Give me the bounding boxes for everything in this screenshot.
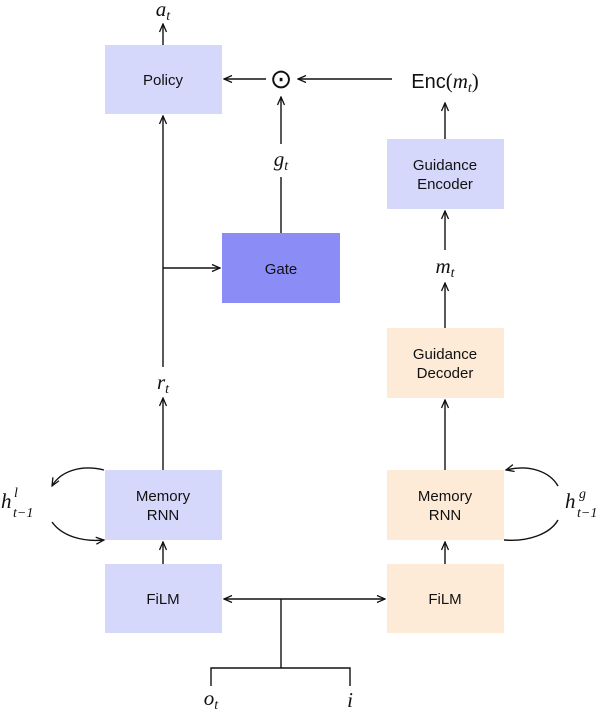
guidance-encoder-label-1: Guidance xyxy=(413,157,477,174)
film-left-label: FiLM xyxy=(146,591,179,608)
memory-rnn-right-box xyxy=(387,470,504,540)
guidance-decoder-label-1: Guidance xyxy=(413,346,477,363)
memory-r-label: rt xyxy=(157,370,170,397)
odot-symbol: ⊙ xyxy=(270,64,293,94)
recurrence-arrow-left-in xyxy=(51,521,104,540)
gate-g-label: gt xyxy=(274,147,290,174)
hidden-state-right-label: h xyxy=(565,489,576,513)
memory-rnn-right-label-2: RNN xyxy=(429,507,462,524)
input-bracket xyxy=(210,667,351,686)
guidance-m-label: mt xyxy=(435,254,455,281)
gate-box xyxy=(222,233,340,303)
policy-box xyxy=(105,45,222,114)
film-right-label: FiLM xyxy=(428,591,461,608)
policy-label: Policy xyxy=(143,72,184,89)
memory-rnn-left-label-2: RNN xyxy=(147,507,180,524)
guidance-encoder-box xyxy=(387,139,504,209)
film-right-box xyxy=(387,564,504,633)
recurrence-arrow-right-in xyxy=(506,468,559,487)
hidden-state-left-sup: l xyxy=(14,486,18,501)
memory-rnn-left-box xyxy=(105,470,222,540)
input-o-label: ot xyxy=(204,686,220,712)
guidance-encoder-label-2: Encoder xyxy=(417,176,473,193)
input-i-label: i xyxy=(347,688,353,712)
recurrence-arrow-left-out xyxy=(52,467,105,486)
gate-label: Gate xyxy=(265,261,298,278)
output-a-label: at xyxy=(156,0,172,24)
memory-rnn-right-label-1: Memory xyxy=(418,488,473,505)
hidden-state-left-sub: t−1 xyxy=(13,506,33,521)
guidance-decoder-box xyxy=(387,328,504,398)
hidden-state-right-sub: t−1 xyxy=(577,506,597,521)
hidden-state-right-sup: g xyxy=(579,487,586,502)
memory-rnn-left-label-1: Memory xyxy=(136,488,191,505)
enc-m-label: Enc(mt) xyxy=(411,69,479,96)
recurrence-arrow-right-out xyxy=(503,519,559,541)
hidden-state-left-label: h xyxy=(1,489,12,513)
film-left-box xyxy=(105,564,222,633)
guidance-decoder-label-2: Decoder xyxy=(417,365,474,382)
